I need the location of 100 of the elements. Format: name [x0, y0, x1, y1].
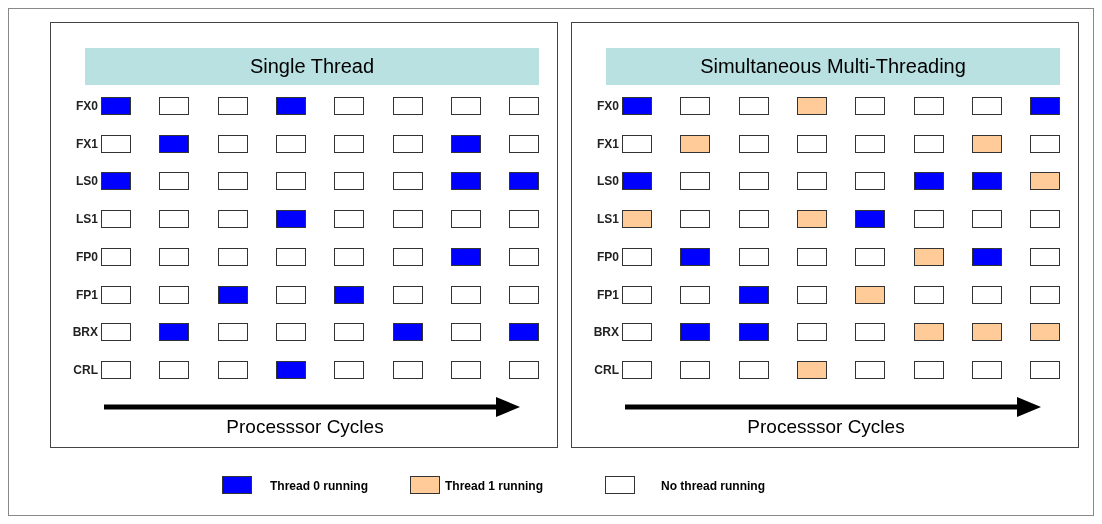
- issue-slot: [738, 247, 769, 266]
- issue-slot: [971, 285, 1002, 304]
- legend-text: Thread 0 running: [270, 478, 368, 494]
- issue-slot: [738, 285, 769, 304]
- issue-slot: [680, 323, 711, 342]
- issue-slot: [334, 97, 365, 115]
- issue-slot: [392, 360, 423, 379]
- issue-slot: [217, 97, 248, 115]
- unit-label: LS0: [75, 173, 98, 191]
- issue-slot: [855, 210, 886, 229]
- axis-caption: Processsor Cycles: [746, 416, 906, 438]
- issue-slot: [101, 285, 131, 304]
- issue-slot: [101, 360, 131, 379]
- issue-slot: [796, 247, 827, 266]
- issue-slot: [855, 360, 886, 379]
- issue-slot: [334, 360, 365, 379]
- issue-slot: [509, 247, 540, 266]
- issue-slot: [1030, 210, 1061, 229]
- issue-slot: [509, 360, 540, 379]
- issue-slot: [334, 323, 365, 342]
- axis-caption: Processsor Cycles: [225, 416, 385, 438]
- issue-slot: [450, 285, 481, 304]
- issue-slot: [450, 134, 481, 153]
- issue-slot: [971, 97, 1002, 115]
- panel-frame: [50, 22, 558, 448]
- issue-slot: [971, 360, 1002, 379]
- issue-slot: [622, 360, 652, 379]
- issue-slot: [334, 172, 365, 191]
- issue-slot: [680, 247, 711, 266]
- issue-slot: [159, 360, 190, 379]
- issue-slot: [392, 285, 423, 304]
- issue-slot: [275, 323, 306, 342]
- unit-label: FP0: [596, 248, 619, 266]
- issue-slot: [796, 360, 827, 379]
- issue-slot: [392, 97, 423, 115]
- issue-slot: [509, 285, 540, 304]
- issue-slot: [509, 210, 540, 229]
- issue-slot: [913, 323, 944, 342]
- issue-slot: [796, 172, 827, 191]
- issue-slot: [101, 97, 131, 115]
- issue-slot: [509, 134, 540, 153]
- issue-slot: [971, 210, 1002, 229]
- issue-slot: [738, 134, 769, 153]
- issue-slot: [159, 323, 190, 342]
- issue-slot: [275, 285, 306, 304]
- unit-label: CRL: [593, 361, 619, 379]
- issue-slot: [738, 210, 769, 229]
- issue-slot: [1030, 172, 1061, 191]
- issue-slot: [971, 323, 1002, 342]
- issue-slot: [971, 247, 1002, 266]
- issue-slot: [855, 247, 886, 266]
- issue-slot: [622, 285, 652, 304]
- issue-slot: [680, 172, 711, 191]
- unit-label: FX0: [596, 98, 619, 115]
- issue-slot: [680, 97, 711, 115]
- issue-slot: [796, 134, 827, 153]
- unit-label: LS1: [75, 211, 98, 229]
- issue-slot: [450, 247, 481, 266]
- issue-slot: [622, 134, 652, 153]
- issue-slot: [217, 285, 248, 304]
- issue-slot: [913, 172, 944, 191]
- legend-text: Thread 1 running: [445, 478, 543, 494]
- issue-slot: [509, 97, 540, 115]
- issue-slot: [101, 172, 131, 191]
- panel-frame: [571, 22, 1079, 448]
- issue-slot: [1030, 360, 1061, 379]
- issue-slot: [334, 285, 365, 304]
- issue-slot: [392, 210, 423, 229]
- issue-slot: [159, 97, 190, 115]
- issue-slot: [855, 97, 886, 115]
- unit-label: BRX: [592, 324, 619, 342]
- unit-label: FX1: [75, 135, 98, 153]
- issue-slot: [334, 247, 365, 266]
- issue-slot: [738, 360, 769, 379]
- issue-slot: [217, 323, 248, 342]
- unit-label: LS0: [596, 173, 619, 191]
- issue-slot: [509, 323, 540, 342]
- issue-slot: [509, 172, 540, 191]
- issue-slot: [159, 247, 190, 266]
- unit-label: FX1: [596, 135, 619, 153]
- issue-slot: [275, 247, 306, 266]
- issue-slot: [450, 360, 481, 379]
- issue-slot: [680, 210, 711, 229]
- issue-slot: [450, 97, 481, 115]
- issue-slot: [796, 285, 827, 304]
- issue-slot: [622, 97, 652, 115]
- issue-slot: [101, 323, 131, 342]
- unit-label: FP0: [75, 248, 98, 266]
- issue-slot: [622, 323, 652, 342]
- issue-slot: [855, 323, 886, 342]
- issue-slot: [796, 210, 827, 229]
- issue-slot: [101, 210, 131, 229]
- issue-slot: [217, 360, 248, 379]
- issue-slot: [913, 360, 944, 379]
- issue-slot: [622, 247, 652, 266]
- issue-slot: [622, 172, 652, 191]
- issue-slot: [217, 210, 248, 229]
- issue-slot: [101, 134, 131, 153]
- issue-slot: [796, 323, 827, 342]
- issue-slot: [855, 134, 886, 153]
